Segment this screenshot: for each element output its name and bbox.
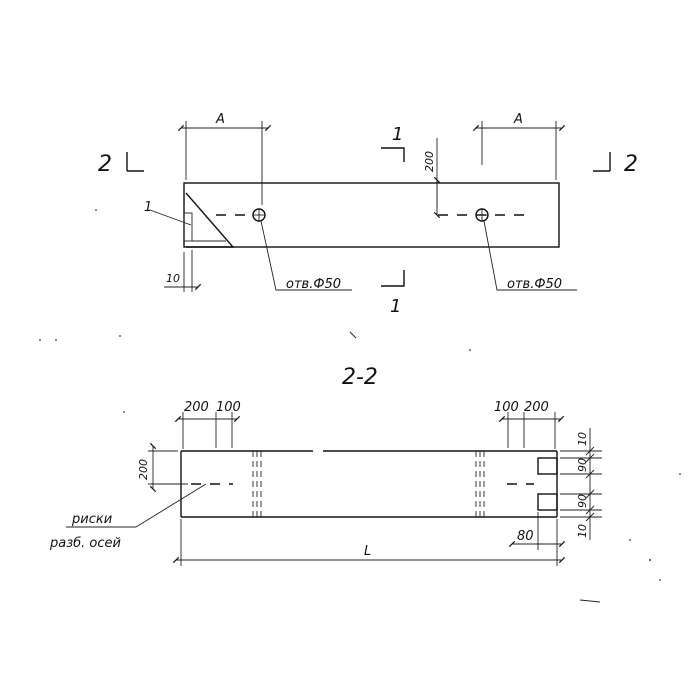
note-line-2: разб. осей <box>49 536 121 551</box>
dim-10-top-label: 10 <box>576 432 589 446</box>
section-1-top-label: 1 <box>392 124 403 145</box>
dim-100-left-label: 100 <box>216 400 241 415</box>
dim-80-label: 80 <box>517 529 534 544</box>
callout-1-label: 1 <box>144 200 152 215</box>
hole-leader-right <box>483 220 577 291</box>
section-2-left-label: 2 <box>98 152 112 177</box>
top-view: 1 отв.Ф50 отв.Ф50 А А 200 10 <box>98 112 638 317</box>
dim-a-left-label: А <box>215 112 225 127</box>
dim-90-bottom-label: 90 <box>576 494 589 508</box>
dim-L-label: L <box>364 544 371 559</box>
notch-top <box>537 457 558 475</box>
dim-200-label: 200 <box>423 151 436 172</box>
section-title: 2-2 <box>342 365 378 390</box>
scan-specks <box>39 209 681 603</box>
dim-10-label: 10 <box>166 272 180 285</box>
dim-200-left-label: 200 <box>184 400 209 415</box>
dim-10-bottom-label: 10 <box>576 524 589 538</box>
hole-label-left: отв.Ф50 <box>286 277 341 292</box>
section-view: 2-2 200 100 100 200 <box>49 365 602 566</box>
dim-200-right-label: 200 <box>524 400 549 415</box>
notch-bottom <box>537 493 558 511</box>
hole-leader-left <box>260 220 352 291</box>
hole-label-right: отв.Ф50 <box>507 277 562 292</box>
end-detail-triangle <box>185 192 235 248</box>
dim-200-vertical-label: 200 <box>137 459 150 480</box>
dim-100-right-label: 100 <box>494 400 519 415</box>
section-1-bottom-label: 1 <box>390 296 401 317</box>
dim-90-top-label: 90 <box>576 458 589 472</box>
beam-outline-section <box>181 451 557 517</box>
dim-a-right-label: А <box>513 112 523 127</box>
end-detail-rect <box>183 212 193 242</box>
callout-leader-1 <box>149 209 192 226</box>
note-line-1: риски <box>71 512 112 527</box>
section-2-right-label: 2 <box>624 152 638 177</box>
